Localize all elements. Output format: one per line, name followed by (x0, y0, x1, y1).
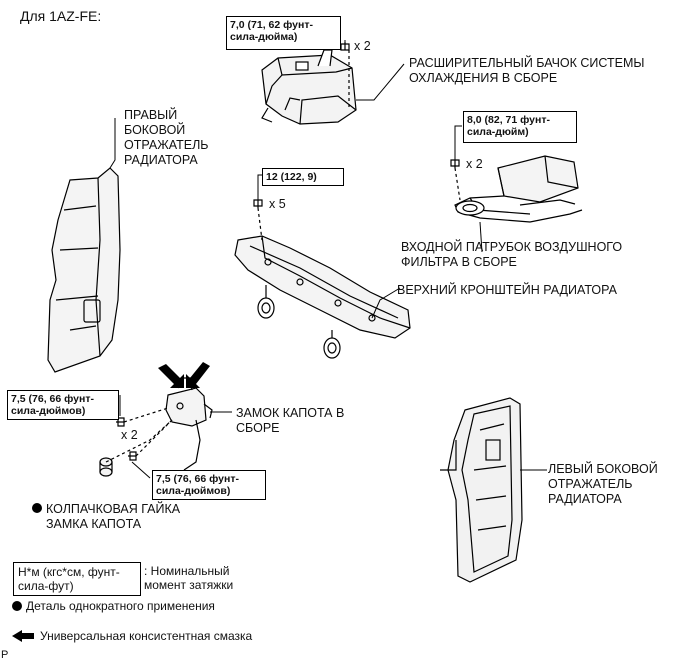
radiator-support-drawing (234, 235, 411, 359)
legend-grease-arrow-icon (12, 630, 34, 642)
air-inlet-drawing (454, 155, 583, 223)
label-support: ВЕРХНИЙ КРОНШТЕЙН РАДИАТОРА (397, 283, 617, 297)
one-time-use-bullet (32, 503, 42, 513)
engine-title: Для 1AZ-FE: (20, 8, 102, 24)
left-seal-drawing (440, 397, 523, 583)
installation-lines (105, 50, 461, 463)
right-seal-drawing (47, 167, 121, 373)
hood-lock-drawing (165, 377, 213, 471)
legend-torque-box: Н*м (кгс*см, фунт- сила-фут) (13, 562, 141, 596)
multiplier-support: x 5 (269, 197, 286, 211)
torque-box-support: 12 (122, 9) (262, 168, 344, 186)
legend-one-time-text: Деталь однократного применения (26, 599, 215, 613)
label-air-inlet: ВХОДНОЙ ПАТРУБОК ВОЗДУШНОГО ФИЛЬТРА В СБ… (401, 240, 623, 269)
torque-box-lock-left: 7,5 (76, 66 фунт- сила-дюймов) (7, 390, 119, 420)
multiplier-reservoir: x 2 (354, 39, 371, 53)
label-cap-nut: КОЛПАЧКОВАЯ ГАЙКА ЗАМКА КАПОТА (46, 502, 181, 531)
legend-one-time-icon (12, 601, 22, 611)
label-left-seal: ЛЕВЫЙ БОКОВОЙ ОТРАЖАТЕЛЬ РАДИАТОРА (548, 462, 658, 506)
torque-box-reservoir: 7,0 (71, 62 фунт- сила-дюйма) (226, 16, 341, 50)
multiplier-air-inlet: x 2 (466, 157, 483, 171)
multiplier-lock: x 2 (121, 428, 138, 442)
grease-arrows (158, 362, 210, 388)
legend-grease-text: Универсальная консистентная смазка (40, 629, 253, 643)
bolt-icons (116, 42, 460, 461)
label-right-seal: ПРАВЫЙ БОКОВОЙ ОТРАЖАТЕЛЬ РАДИАТОРА (124, 108, 209, 167)
torque-box-lock-bottom: 7,5 (76, 66 фунт- сила-дюймов) (152, 470, 266, 500)
coolant-reservoir-drawing (261, 49, 357, 125)
label-reservoir: РАСШИРИТЕЛЬНЫЙ БАЧОК СИСТЕМЫ ОХЛАЖДЕНИЯ … (409, 56, 645, 85)
legend-torque-desc: : Номинальный момент затяжки (144, 564, 234, 592)
torque-box-air-inlet: 8,0 (82, 71 фунт- сила-дюйм) (463, 111, 577, 143)
cap-nut-drawing (99, 457, 113, 477)
leader-lines (109, 40, 547, 479)
label-hood-lock: ЗАМОК КАПОТА В СБОРЕ (236, 406, 345, 435)
footer-code: P (1, 649, 9, 661)
